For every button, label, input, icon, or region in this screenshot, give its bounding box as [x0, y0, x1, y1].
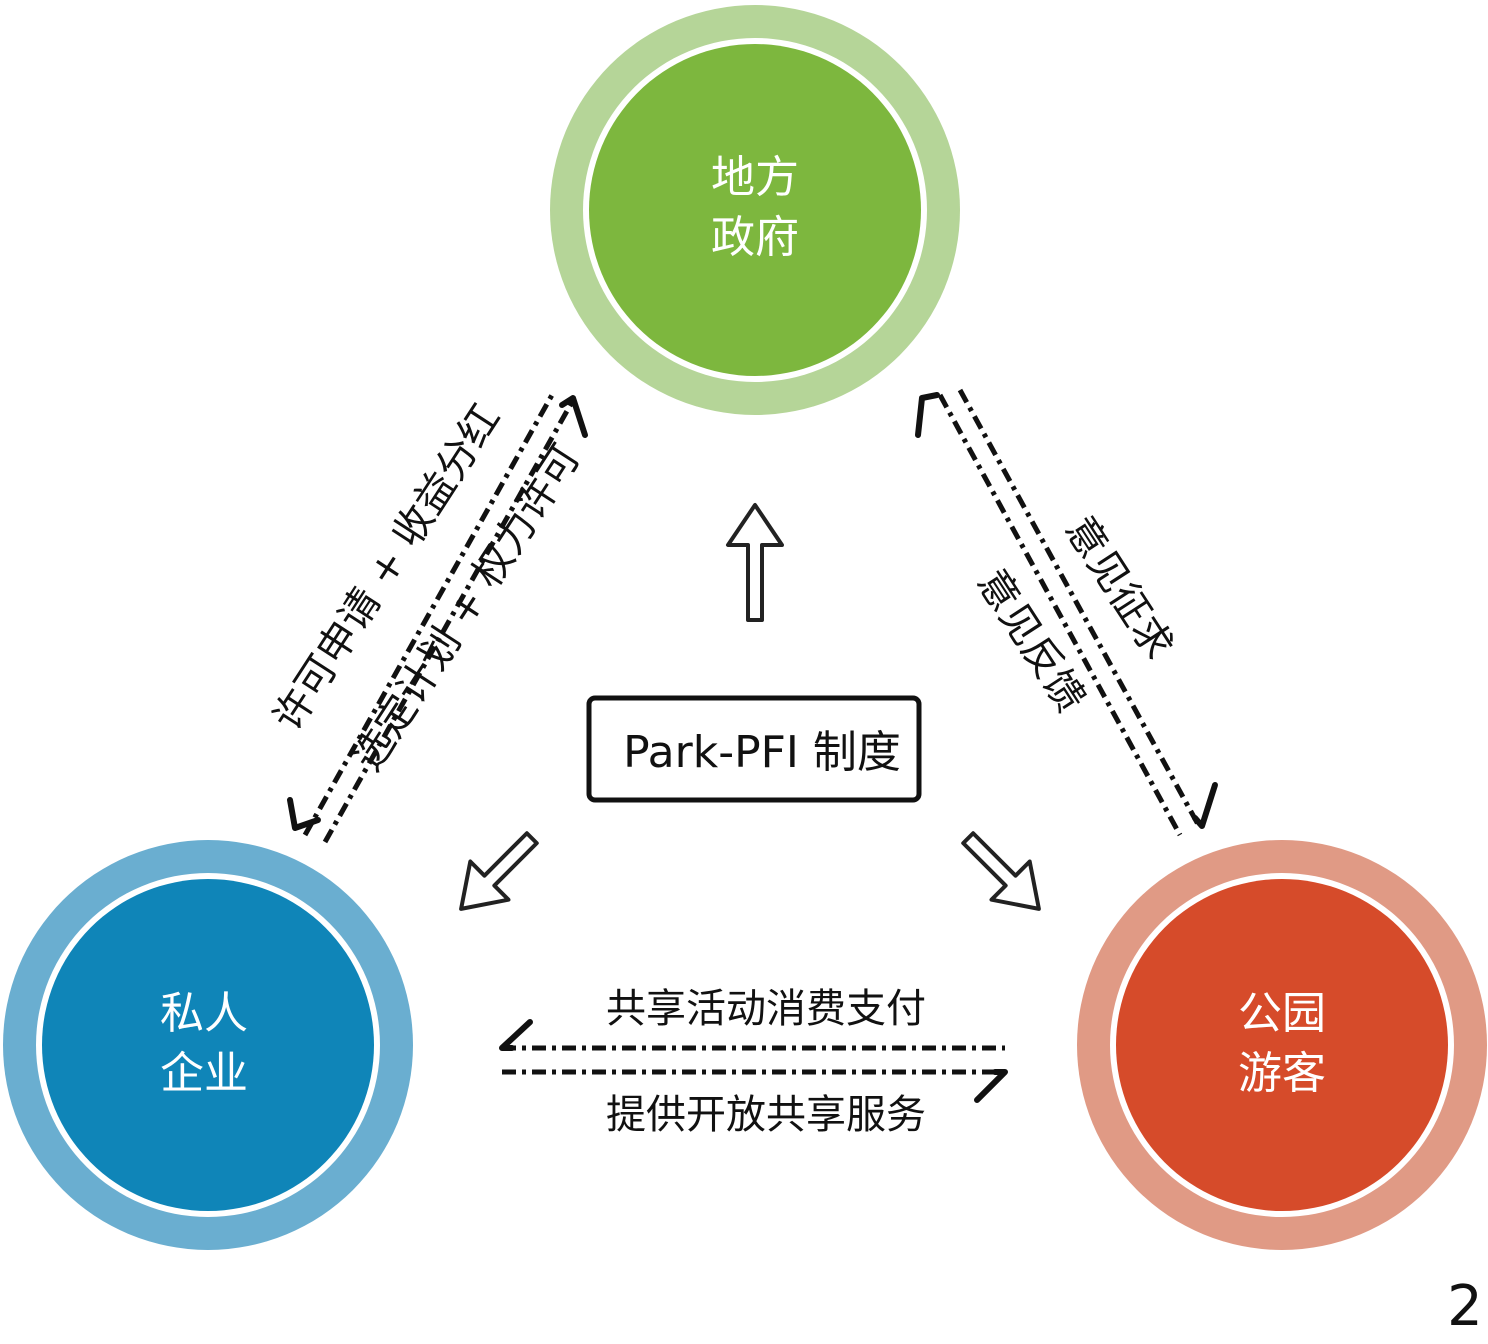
arrowhead-up-left-icon — [915, 392, 940, 438]
hollow-arrow-down-right-icon — [961, 831, 1041, 911]
center-box-label: Park-PFI 制度 — [623, 727, 901, 778]
connector-enterprise-government: 许可申请 + 收益分红 选定计划 + 权力许可 — [265, 393, 590, 844]
dashed-line-lower — [322, 400, 575, 844]
enterprise-inner-circle — [42, 879, 374, 1211]
dashed-line-upper — [302, 393, 555, 837]
hollow-arrow-up-icon — [726, 503, 784, 622]
park-pfi-system-box: Park-PFI 制度 — [586, 695, 922, 803]
figure-number: 2 — [1447, 1274, 1483, 1339]
dashed-line-lower — [957, 388, 1203, 830]
arrowhead-up-right-icon — [559, 395, 588, 438]
visitors-label-line1: 公园 — [1238, 988, 1326, 1039]
flow-label-shared-services: 提供开放共享服务 — [606, 1092, 926, 1138]
arrowhead-right-icon — [974, 1069, 1008, 1103]
government-inner-circle — [589, 44, 921, 376]
hollow-arrow-down-left-icon — [459, 831, 539, 911]
arrowhead-down-left-icon — [287, 797, 321, 831]
visitors-inner-circle — [1116, 879, 1448, 1211]
government-label-line2: 政府 — [711, 212, 799, 263]
arrowhead-down-right-icon — [1192, 782, 1218, 829]
enterprise-label-line2: 企业 — [160, 1048, 248, 1099]
arrowhead-left-icon — [499, 1019, 533, 1051]
node-park-visitors: 公园 游客 — [1077, 840, 1487, 1250]
visitors-label-line2: 游客 — [1238, 1048, 1326, 1099]
flow-label-consumption-payment: 共享活动消费支付 — [606, 986, 926, 1032]
connector-government-visitors: 意见征求 意见反馈 — [915, 388, 1218, 837]
node-private-enterprise: 私人 企业 — [3, 840, 413, 1250]
center-box-frame — [586, 695, 922, 803]
enterprise-label-line1: 私人 — [160, 988, 248, 1039]
government-label-line1: 地方 — [711, 152, 799, 203]
node-local-government: 地方 政府 — [550, 5, 960, 415]
connector-enterprise-visitors: 共享活动消费支付 提供开放共享服务 — [499, 986, 1008, 1138]
dashed-line-upper — [937, 393, 1183, 837]
